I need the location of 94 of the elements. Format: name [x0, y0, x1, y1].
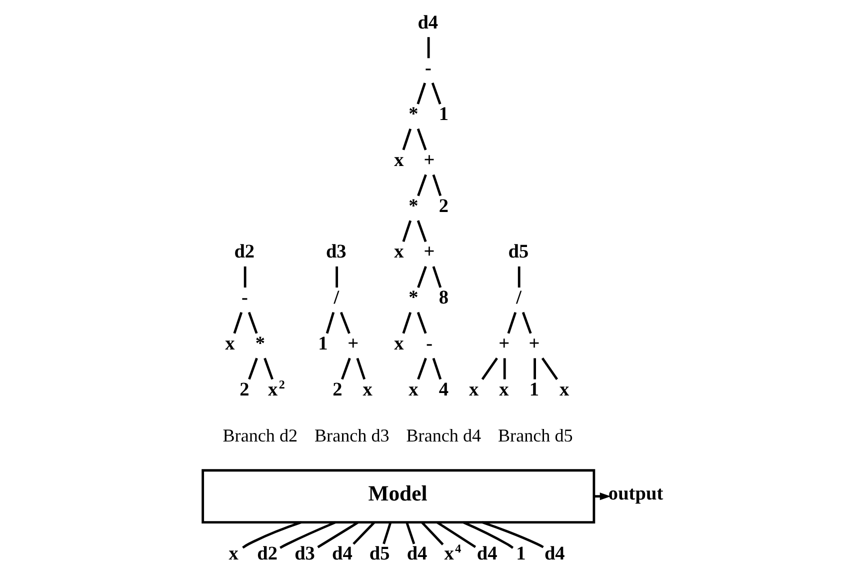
node-text: + [498, 333, 510, 354]
node-text: - [424, 58, 431, 80]
connector [540, 358, 558, 380]
connector [432, 358, 442, 380]
node-text: x$^{2}$ [268, 377, 284, 400]
node-text: x [498, 379, 508, 400]
node-text: 2 [332, 379, 342, 400]
connector [416, 358, 426, 380]
label: Branch d4 [406, 425, 481, 446]
connector [382, 522, 392, 544]
node-text: x [362, 379, 372, 400]
connector [502, 358, 506, 380]
connector [521, 312, 532, 334]
node-text: d4 [331, 543, 352, 564]
node-text: x [394, 150, 404, 171]
node-text: 4 [438, 379, 448, 400]
node-text: x [228, 543, 238, 564]
connector [432, 174, 442, 196]
connector [248, 358, 258, 380]
connector [517, 266, 520, 288]
node-text: x [468, 379, 478, 400]
node-text: - [240, 288, 248, 309]
node-text: d5 [508, 242, 528, 263]
connector [432, 266, 442, 288]
node-text: x [224, 333, 234, 354]
connector [420, 522, 444, 546]
connector [480, 358, 498, 380]
connector [325, 312, 334, 334]
node-text: x [408, 379, 418, 400]
node-text: d2 [234, 242, 254, 263]
connector [481, 521, 544, 548]
node-text: - [426, 333, 432, 354]
connector [402, 128, 412, 150]
connector [335, 266, 338, 288]
connector [405, 522, 415, 544]
connector [352, 522, 375, 545]
node-text: 1 [438, 104, 448, 126]
node-text: output [608, 484, 663, 505]
node-text: d3 [294, 543, 314, 564]
connector [263, 358, 273, 380]
node-text: * [408, 104, 418, 126]
node-text: + [528, 333, 540, 354]
node-text: x [394, 242, 404, 263]
label: Branch d5 [497, 425, 572, 446]
connector [339, 312, 350, 334]
node-text: + [347, 333, 358, 354]
node-text: / [516, 288, 521, 309]
node-text: x$^{4}$ [444, 541, 461, 564]
connector [430, 82, 441, 104]
connector [316, 521, 358, 548]
node-text: x [559, 379, 569, 400]
node-text: x [394, 333, 404, 354]
node-text: + [423, 150, 434, 171]
connector [416, 220, 426, 242]
connector [416, 128, 426, 150]
node-text: 2 [438, 196, 448, 217]
connector [426, 37, 430, 58]
connector [462, 521, 514, 549]
connector [533, 358, 536, 380]
connector [232, 312, 242, 334]
node-text: d4 [476, 543, 497, 564]
node-text: d3 [325, 242, 346, 263]
node-text: 1 [318, 333, 328, 354]
node-box: Model [201, 469, 595, 524]
node-text: * [408, 196, 418, 217]
connector [402, 220, 412, 242]
connector [243, 266, 246, 288]
node-text: 1 [516, 543, 526, 564]
connector [416, 174, 426, 196]
connector [402, 312, 412, 334]
node-text: * [408, 288, 418, 309]
node-text: + [423, 242, 434, 263]
node-text: d4 [544, 543, 564, 564]
connector [436, 522, 476, 548]
connector [356, 358, 366, 380]
node-text: * [254, 333, 264, 354]
connector [416, 82, 426, 104]
connector [242, 521, 302, 549]
node-text: d4 [406, 543, 427, 564]
connector [416, 312, 426, 334]
connector [279, 521, 336, 549]
connector [416, 266, 426, 288]
node-text: d5 [368, 543, 390, 564]
node-text: 2 [239, 379, 249, 400]
node-text: d2 [256, 543, 278, 564]
label: Branch d2 [222, 425, 298, 446]
connector [506, 312, 516, 334]
connector [247, 312, 258, 334]
node-text: 8 [438, 288, 448, 309]
label: Branch d3 [314, 425, 389, 446]
node-text: / [333, 288, 339, 309]
node-text: 1 [528, 379, 539, 400]
node-text: d4 [417, 12, 438, 34]
connector [340, 358, 350, 380]
